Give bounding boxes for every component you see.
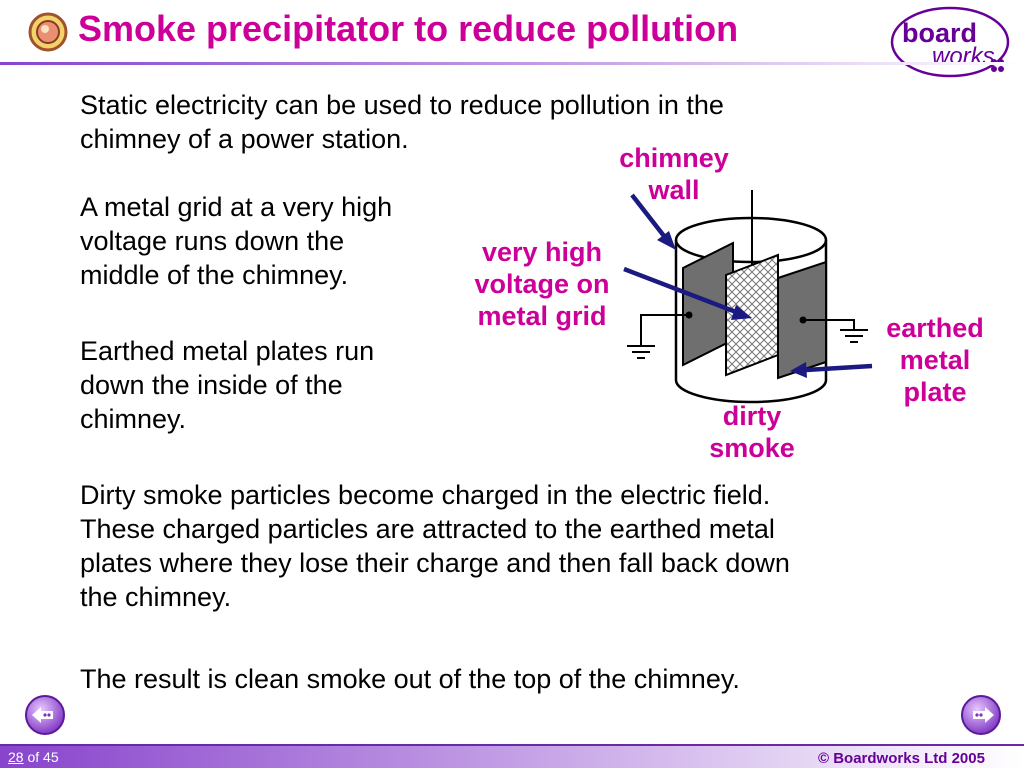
paragraph-intro-line: chimney of a power station.	[80, 124, 409, 154]
label-chimney-wall: chimney wall	[604, 142, 744, 206]
paragraph-earthed-plates: Earthed metal plates run down the inside…	[80, 334, 374, 436]
previous-slide-button[interactable]	[24, 694, 66, 736]
paragraph-intro-line: Static electricity can be used to reduce…	[80, 90, 724, 120]
title-emblem-icon	[28, 12, 68, 52]
logo-text-board: board	[902, 18, 977, 48]
label-dirty-smoke-line: smoke	[709, 433, 795, 463]
page-title: Smoke precipitator to reduce pollution	[78, 8, 739, 49]
chimney-bottom-rim	[674, 379, 828, 404]
label-metal-grid-line: very high	[481, 237, 603, 267]
metal-grid	[725, 253, 779, 377]
paragraph-particles-line: These charged particles are attracted to…	[80, 514, 775, 544]
paragraph-metal-grid-line: voltage runs down the	[80, 226, 345, 256]
left-earth-wire	[640, 314, 689, 346]
logo-text-works: works	[932, 43, 995, 70]
pointer-arrows	[623, 193, 873, 378]
page-separator: of	[23, 749, 44, 765]
label-chimney-wall-line: wall	[648, 175, 700, 205]
label-metal-grid-line: metal grid	[477, 301, 607, 331]
paragraph-particles-line: Dirty smoke particles become charged in …	[80, 480, 771, 510]
label-metal-grid-line: voltage on	[474, 269, 610, 299]
paragraph-particles-line: the chimney.	[80, 582, 232, 612]
left-earth-symbol-icon	[627, 345, 655, 359]
copyright-notice: © Boardworks Ltd 2005	[818, 750, 985, 767]
label-dirty-smoke-line: dirty	[722, 401, 782, 431]
paragraph-intro: Static electricity can be used to reduce…	[80, 88, 724, 156]
footer-bar	[0, 744, 1024, 768]
page-counter[interactable]: 28 of 45	[8, 749, 59, 765]
boardworks-logo: board works	[890, 6, 1010, 78]
precipitator-diagram	[623, 190, 873, 404]
label-metal-grid: very high voltage on metal grid	[456, 236, 628, 332]
right-earth-wire	[803, 319, 855, 330]
label-earthed-plate-line: earthed	[886, 313, 984, 343]
arrow-right-icon	[973, 707, 994, 723]
paragraph-particles: Dirty smoke particles become charged in …	[80, 478, 790, 614]
next-slide-button[interactable]	[960, 694, 1002, 736]
label-earthed-plate: earthed metal plate	[870, 312, 1000, 408]
paragraph-earthed-plates-line: chimney.	[80, 404, 187, 434]
page-current: 28	[8, 749, 24, 765]
paragraph-particles-line: plates where they lose their charge and …	[80, 548, 790, 578]
paragraph-earthed-plates-line: Earthed metal plates run	[80, 336, 375, 366]
right-earth-symbol-icon	[840, 329, 868, 343]
paragraph-earthed-plates-line: down the inside of the	[80, 370, 343, 400]
label-earthed-plate-line: metal	[899, 345, 971, 375]
label-dirty-smoke: dirty smoke	[690, 400, 814, 464]
paragraph-metal-grid: A metal grid at a very high voltage runs…	[80, 190, 392, 292]
header-divider	[0, 62, 1024, 65]
page-total: 45	[43, 749, 59, 765]
paragraph-metal-grid-line: A metal grid at a very high	[80, 192, 393, 222]
label-earthed-plate-line: plate	[903, 377, 967, 407]
paragraph-result: The result is clean smoke out of the top…	[80, 664, 740, 694]
arrow-left-icon	[32, 707, 53, 723]
paragraph-metal-grid-line: middle of the chimney.	[80, 260, 349, 290]
label-chimney-wall-line: chimney	[619, 143, 729, 173]
